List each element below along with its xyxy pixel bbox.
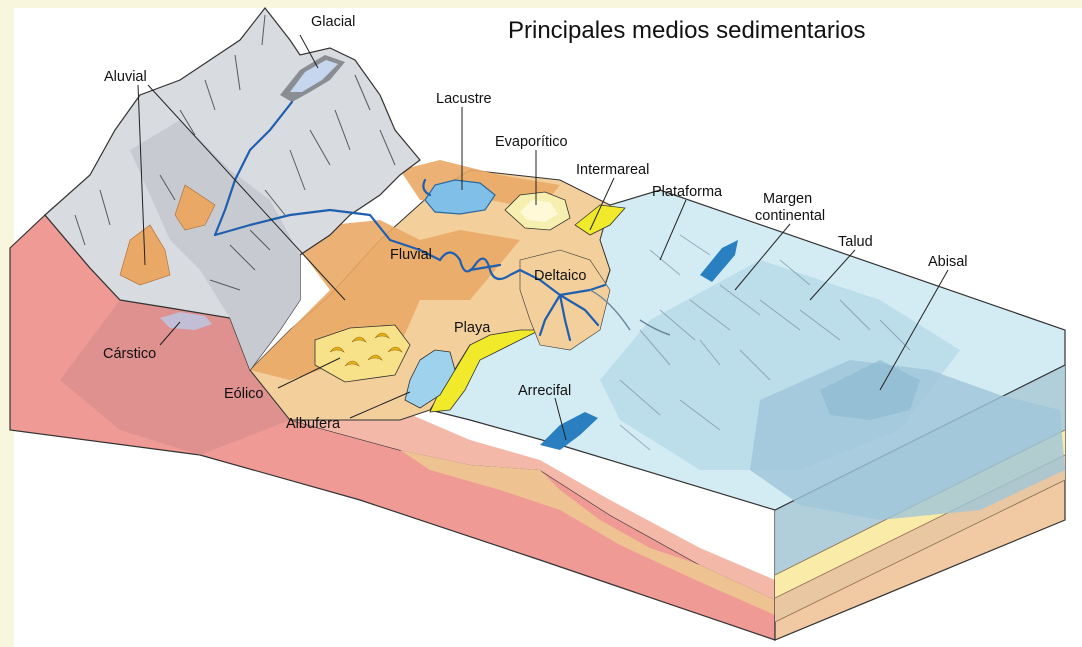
label-lacustre: Lacustre — [436, 91, 492, 107]
label-aluvial: Aluvial — [104, 69, 147, 85]
label-continental: continental — [755, 208, 825, 224]
label-eolico: Eólico — [224, 386, 264, 402]
diagram-title: Principales medios sedimentarios — [508, 17, 866, 44]
label-margen: Margen — [763, 191, 812, 207]
label-evaporitico: Evaporítico — [495, 134, 568, 150]
label-deltaico: Deltaico — [534, 268, 586, 284]
page-border-top — [0, 0, 1082, 8]
label-fluvial: Fluvial — [390, 247, 432, 263]
label-talud: Talud — [838, 234, 873, 250]
label-carstico: Cárstico — [103, 346, 156, 362]
label-albufera: Albufera — [286, 416, 341, 432]
label-playa: Playa — [454, 320, 491, 336]
label-arrecifal: Arrecifal — [518, 383, 571, 399]
label-abisal: Abisal — [928, 254, 968, 270]
label-intermareal: Intermareal — [576, 162, 649, 178]
label-plataforma: Plataforma — [652, 184, 723, 200]
label-glacial: Glacial — [311, 14, 355, 30]
